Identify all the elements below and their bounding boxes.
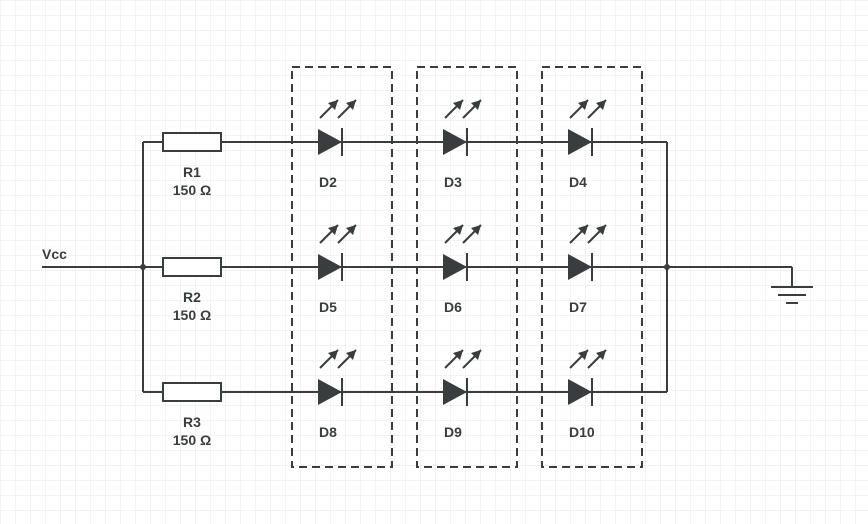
led-label: D7: [569, 299, 587, 315]
led-diode-icon: [318, 224, 357, 281]
led-diode-icon: [568, 224, 607, 281]
vcc-label: Vcc: [42, 246, 67, 262]
led-label: D10: [569, 424, 595, 440]
led-label: D2: [319, 174, 337, 190]
led-diode-icon: [318, 99, 357, 156]
led-label: D3: [444, 174, 462, 190]
resistor-icon: [162, 132, 222, 152]
resistor-icon: [162, 382, 222, 402]
led-diode-icon: [443, 224, 482, 281]
led-label: D8: [319, 424, 337, 440]
resistor-icon: [162, 257, 222, 277]
resistor-name-label: R1: [183, 164, 201, 180]
resistor-value-label: 150 Ω: [173, 182, 211, 198]
resistor-name-label: R2: [183, 289, 201, 305]
circuit-row-1: R1 150 Ω D2 D3 D4: [143, 99, 667, 198]
circuit-row-2: R2 150 Ω D5 D6 D7: [143, 224, 667, 323]
circuit-row-3: R3 150 Ω D8 D9 D10: [143, 349, 667, 448]
led-label: D9: [444, 424, 462, 440]
resistor-value-label: 150 Ω: [173, 307, 211, 323]
led-diode-icon: [443, 349, 482, 406]
led-diode-icon: [568, 99, 607, 156]
ground-icon: [771, 267, 813, 304]
led-label: D5: [319, 299, 337, 315]
led-diode-icon: [318, 349, 357, 406]
led-diode-icon: [568, 349, 607, 406]
resistor-name-label: R3: [183, 414, 201, 430]
led-diode-icon: [443, 99, 482, 156]
led-label: D6: [444, 299, 462, 315]
led-label: D4: [569, 174, 587, 190]
resistor-value-label: 150 Ω: [173, 432, 211, 448]
